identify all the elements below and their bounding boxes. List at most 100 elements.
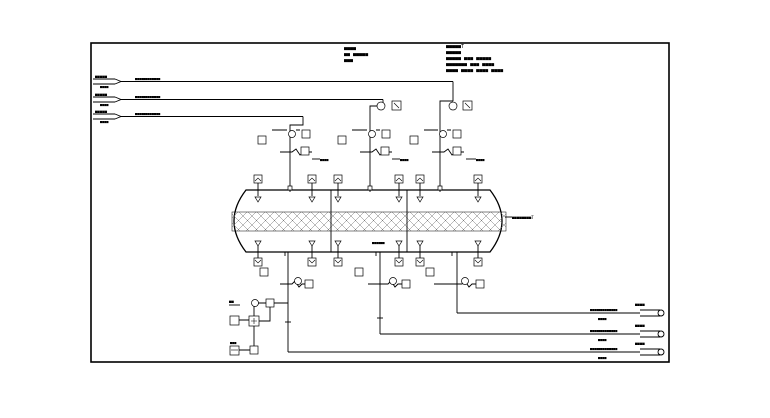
instrument-box-icon [307, 174, 317, 184]
upper-control-loop: ■■■■ [257, 129, 329, 162]
legend-right-line: ■■■■■■■ ■■■ ■■■■ [446, 62, 494, 68]
gauge-icon [294, 277, 302, 285]
instrument-box-icon [307, 257, 317, 267]
instrument-box-icon [249, 345, 259, 355]
outlet-terminal: ■■■■■■■■■■■■■ ■■■■ ■■■■ [590, 302, 665, 321]
instrument-box-icon [333, 174, 343, 184]
gauge-icon [461, 277, 469, 285]
instrument-box-icon [253, 257, 263, 267]
horizontal-vessel: ■■■■■■ ■■■■■■■■T [231, 189, 534, 253]
valve-icon [474, 196, 482, 203]
nozzle-flange [437, 185, 443, 191]
control-station: ■■ ■■■ [229, 298, 288, 356]
instrument-box-icon [354, 267, 364, 277]
valve-icon [254, 196, 262, 203]
outlet-tag: ■■■■ [635, 341, 645, 346]
valve-icon [395, 196, 403, 203]
outlet-terminal: ■■■■■■■■■■■■■ ■■■■ ■■■■ [590, 341, 665, 360]
instrument-box-icon [473, 174, 483, 184]
outlet-sub: ■■■■ [598, 338, 607, 342]
upper-control-loop: ■■■■ [337, 129, 409, 162]
top-nozzles [253, 174, 483, 203]
drawing-border [90, 42, 670, 363]
instrument-box-icon [394, 257, 404, 267]
valve-icon [334, 240, 342, 247]
bottom-nozzles [253, 240, 483, 267]
instrument-box-icon [452, 146, 462, 156]
instrument-box-icon [394, 174, 404, 184]
chevron-icon [395, 177, 403, 182]
valve-icon [254, 240, 262, 247]
lower-instruments [259, 267, 435, 277]
chevron-icon [474, 177, 482, 182]
outlet-sub: ■■■■ [598, 317, 607, 321]
inlet-sub: ■■■■ [100, 120, 109, 124]
legend-left-line: ■■ ■■■■■ [344, 52, 368, 58]
instrument-box-icon [301, 129, 311, 139]
station-tag-top: ■■ [229, 299, 234, 304]
instrument-box-icon [415, 174, 425, 184]
gauge-icon [376, 101, 386, 111]
lower-control-loop [368, 252, 411, 334]
legend-right: ■■■■■T ■■■■■ ■■■■■ ■■■ ■■■■■ ■■■■■■■ ■■■… [446, 44, 503, 74]
legend-right-line: ■■■■■ [446, 50, 461, 56]
instrument-box-icon [257, 135, 267, 145]
outlet-terminal: ■■■■■■■■■■■■■ ■■■■ ■■■■ [590, 323, 665, 342]
instrument-box-icon [401, 279, 411, 289]
loop-tag: ■■■■ [400, 158, 409, 162]
chevron-icon [395, 259, 403, 264]
lower-control-loop [434, 252, 485, 313]
legend-left-line: ■■■■ [344, 46, 356, 52]
instrument-box-icon [229, 315, 240, 326]
inlet-sub: ■■■■ [100, 103, 109, 107]
outlet-tag: ■■■■ [635, 302, 645, 307]
chevron-icon [474, 259, 482, 264]
inlet-line-label: ■■■■■■■■■■■■ [135, 112, 161, 116]
inlet-tag: ■■■■■ [95, 109, 108, 114]
inlet-tag: ■■■■■ [95, 92, 108, 97]
inlet-sub: ■■■■ [100, 85, 109, 89]
gauge-icon [448, 101, 458, 111]
valve-icon [308, 196, 316, 203]
chevron-icon [334, 177, 342, 182]
feed-riser [369, 99, 384, 192]
loop-tag: ■■■■ [476, 158, 485, 162]
instrument-box-icon [229, 345, 240, 356]
valve-icon [308, 240, 316, 247]
legend-left-line: ■■■ [344, 58, 353, 64]
inlet-line-label: ■■■■■■■■■■■■ [135, 95, 161, 99]
outlet-line-label: ■■■■■■■■■■■■■ [590, 308, 618, 312]
instrument-box-icon [259, 267, 269, 277]
instrument-box-icon [409, 135, 419, 145]
inlet-tag: ■■■■■ [95, 74, 108, 79]
chevron-icon [416, 259, 424, 264]
inlet-stream: ■■■■■ ■■■■ ■■■■■■■■■■■■ [93, 74, 453, 89]
packed-bed [231, 211, 507, 232]
gauge-icon [389, 277, 397, 285]
chevron-icon [254, 259, 262, 264]
instrument-box-icon [475, 279, 485, 289]
instrument-box-icon [380, 146, 390, 156]
vessel-outlet-label: ■■■■■■■■T [512, 215, 534, 220]
feed-riser [289, 116, 304, 192]
outlet-tag: ■■■■ [635, 323, 645, 328]
loop-tag: ■■■■ [320, 158, 329, 162]
instrument-box-icon [415, 257, 425, 267]
legend-right-line: ■■■■ ■■■■ ■■■■ ■■■■ [446, 68, 503, 74]
legend-right-line: ■■■■■ ■■■ ■■■■■ [446, 56, 491, 62]
valve-icon [334, 196, 342, 203]
gauge-icon [251, 299, 259, 307]
gauge-icon [288, 130, 296, 138]
chevron-icon [308, 259, 316, 264]
instrument-box-icon [265, 298, 275, 308]
chevron-icon [254, 177, 262, 182]
nozzle-flange [367, 185, 373, 191]
legend-left: ■■■■ ■■ ■■■■■ ■■■ [344, 46, 368, 64]
gauge-icon [368, 130, 376, 138]
valve-icon [416, 196, 424, 203]
feed-riser [439, 81, 454, 192]
chevron-icon [334, 259, 342, 264]
instrument-box-icon [304, 279, 314, 289]
